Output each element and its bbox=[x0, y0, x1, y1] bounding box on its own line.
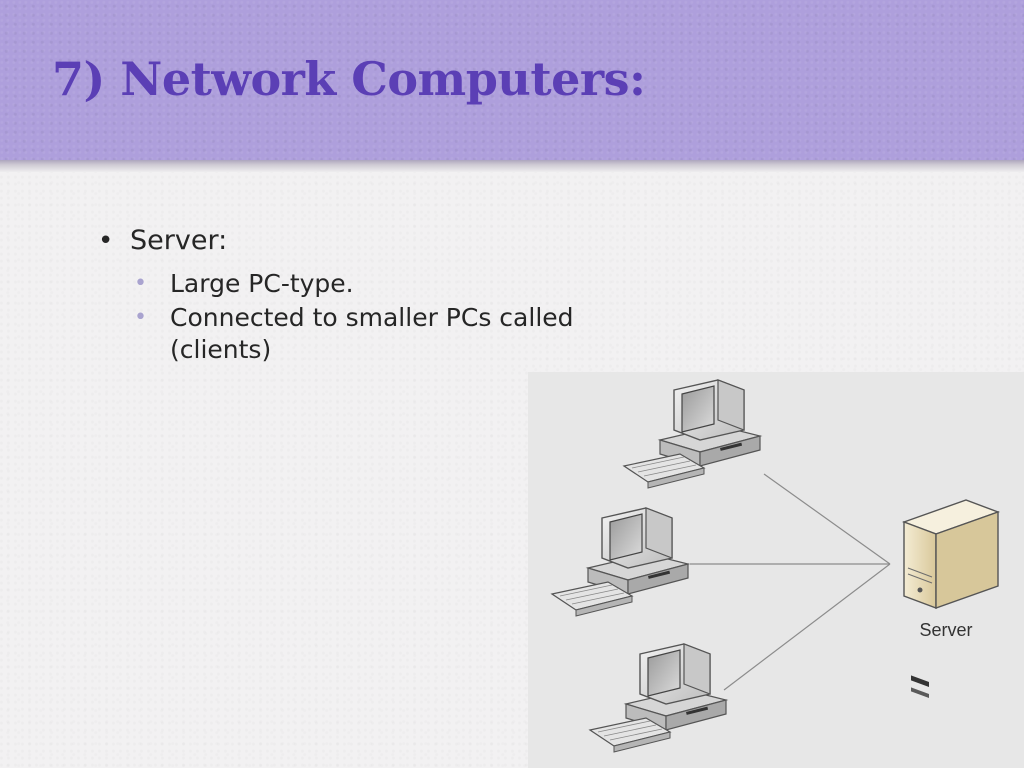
server-label: Server bbox=[919, 620, 972, 640]
subbullet-icon: • bbox=[134, 305, 147, 330]
bullet-item-server: • Server: bbox=[98, 222, 658, 260]
client-computer-icon bbox=[623, 379, 761, 489]
bullet-icon: • bbox=[98, 226, 114, 256]
header-divider bbox=[0, 160, 1024, 172]
connection-line bbox=[763, 473, 891, 565]
network-diagram: Server bbox=[528, 372, 1024, 768]
bullet-list: • Server: • Large PC-type. • Connected t… bbox=[98, 222, 658, 368]
server-icon bbox=[901, 499, 1001, 698]
subbullet-text: Large PC-type. bbox=[170, 269, 354, 298]
connection-line bbox=[723, 563, 891, 691]
client-computer-icon bbox=[589, 643, 727, 753]
subbullet-text: Connected to smaller PCs called (clients… bbox=[170, 303, 574, 364]
client-computer-icon bbox=[551, 507, 689, 617]
header-band bbox=[0, 0, 1024, 162]
slide-title: 7) Network Computers: bbox=[52, 52, 646, 106]
subbullet-item: • Connected to smaller PCs called (clien… bbox=[98, 302, 658, 366]
subbullet-item: • Large PC-type. bbox=[98, 268, 658, 300]
network-diagram-svg: Server bbox=[551, 379, 1001, 753]
bullet-label: Server: bbox=[130, 225, 228, 256]
subbullet-icon: • bbox=[134, 271, 147, 296]
